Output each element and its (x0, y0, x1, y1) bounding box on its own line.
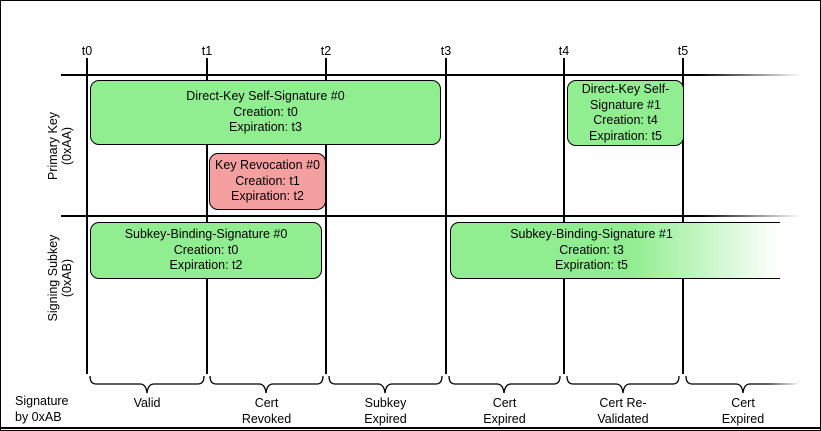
row-label-signing-subkey-line2: (0xAB) (60, 258, 74, 298)
brace-label-line1: Valid (133, 396, 161, 410)
signature-expiration: Expiration: t5 (589, 128, 662, 143)
signature-expiration: Expiration: t3 (229, 120, 302, 135)
brace-label-line1: Cert Re- (599, 396, 647, 410)
footer-caption-line2: by 0xAB (15, 409, 62, 424)
signature-expiration: Expiration: t2 (231, 189, 304, 204)
signature-box-subkey-binding-signature-0[interactable]: Subkey-Binding-Signature #0 Creation: t0… (90, 222, 322, 279)
brace-label-line2: Validated (597, 411, 649, 426)
signature-box-subkey-binding-signature-1[interactable]: Subkey-Binding-Signature #1 Creation: t3… (450, 222, 780, 279)
tick-label-t3: t3 (440, 44, 452, 58)
row-label-primary-key: Primary Key (0xAA) (46, 86, 74, 206)
brace-label-interval-3: Cert Expired (448, 396, 561, 427)
footer-caption: Signature by 0xAB (15, 394, 95, 425)
row-axis-signing-subkey (61, 215, 801, 217)
footer-caption-line1: Signature (15, 394, 69, 408)
brace-label-line2: Expired (364, 411, 407, 426)
row-label-signing-subkey-line1: Signing Subkey (46, 234, 60, 322)
brace-label-interval-0: Valid (89, 396, 205, 412)
signature-title-line1: Direct-Key Self- (581, 82, 670, 96)
brace-interval-2 (328, 375, 443, 394)
signature-title-line2: Signature #1 (590, 97, 661, 112)
tick-label-t0: t0 (81, 44, 93, 58)
brace-label-line1: Cert (731, 396, 755, 410)
brace-interval-3 (448, 375, 561, 394)
signature-creation: Creation: t0 (173, 242, 239, 257)
signature-creation: Creation: t3 (559, 242, 624, 257)
signature-title: Key Revocation #0 (215, 158, 320, 173)
tick-label-t5: t5 (677, 44, 689, 58)
signature-title: Direct-Key Self-Signature #0 (186, 89, 345, 104)
signature-creation: Creation: t4 (593, 113, 658, 127)
brace-label-line1: Subkey (364, 396, 407, 410)
signature-expiration: Expiration: t5 (555, 258, 628, 273)
brace-interval-5 (685, 375, 801, 394)
tick-label-t1: t1 (201, 44, 213, 58)
tick-label-t4: t4 (558, 44, 570, 58)
brace-label-line2: Revoked (241, 411, 292, 426)
signature-title: Subkey-Binding-Signature #1 (510, 227, 673, 242)
brace-label-line2: Expired (721, 411, 765, 426)
signature-creation: Creation: t1 (235, 173, 300, 188)
brace-label-interval-5: Cert Expired (685, 396, 801, 427)
row-label-primary-key-line1: Primary Key (46, 111, 60, 181)
signature-box-key-revocation-0[interactable]: Key Revocation #0 Creation: t1 Expiratio… (209, 153, 326, 210)
signature-box-direct-key-self-signature-0[interactable]: Direct-Key Self-Signature #0 Creation: t… (90, 80, 441, 145)
brace-label-interval-4: Cert Re- Validated (566, 396, 680, 427)
brace-label-interval-2: Subkey Expired (328, 396, 443, 427)
row-label-signing-subkey: Signing Subkey (0xAB) (46, 205, 74, 351)
brace-interval-1 (209, 375, 324, 394)
brace-label-line1: Cert (492, 396, 517, 410)
footer-divider (1, 427, 820, 429)
signature-box-direct-key-self-signature-1[interactable]: Direct-Key Self- Signature #1 Creation: … (567, 80, 684, 146)
row-label-primary-key-line2: (0xAA) (60, 126, 74, 166)
brace-label-line1: Cert (254, 396, 279, 410)
brace-interval-4 (566, 375, 680, 394)
tick-label-t2: t2 (320, 44, 332, 58)
signature-creation: Creation: t0 (233, 104, 298, 119)
brace-label-line2: Expired (483, 411, 526, 426)
brace-interval-0 (89, 375, 205, 394)
signature-title: Subkey-Binding-Signature #0 (124, 227, 288, 242)
brace-label-interval-1: Cert Revoked (209, 396, 324, 427)
signature-expiration: Expiration: t2 (169, 258, 243, 273)
row-axis-primary-key (61, 74, 801, 76)
